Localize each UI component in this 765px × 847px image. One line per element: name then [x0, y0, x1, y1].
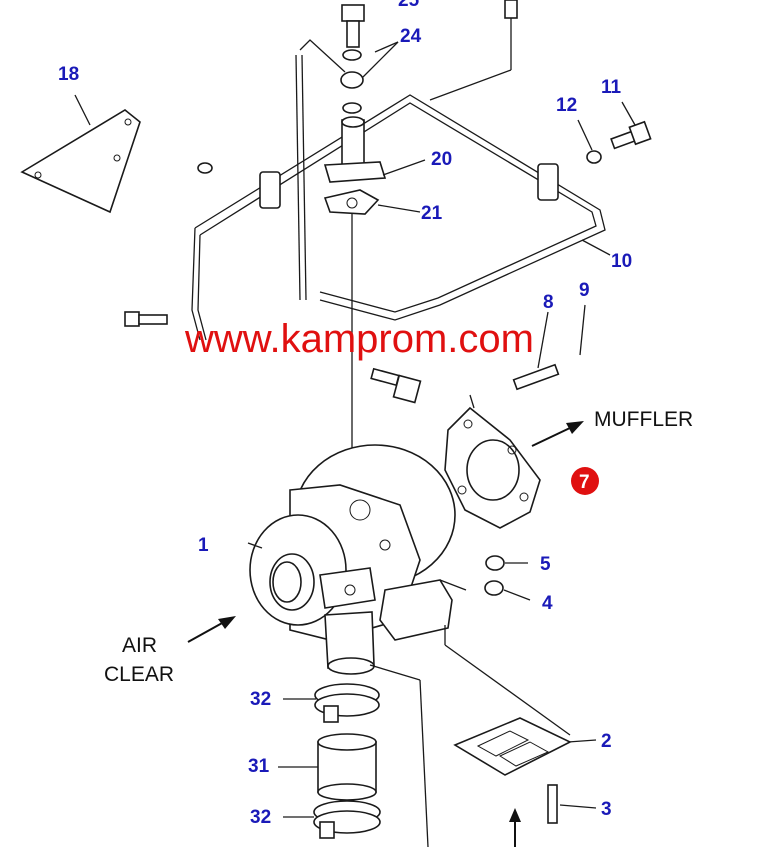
connector-20-part	[323, 116, 426, 183]
bracket-part	[20, 94, 141, 214]
callout-20: 20	[431, 149, 452, 170]
stud-3-part	[547, 784, 597, 824]
clear-label: CLEAR	[104, 663, 174, 686]
callout-24: 24	[400, 26, 422, 47]
exhaust-arrow-icon	[509, 808, 521, 847]
callout-2: 2	[601, 731, 612, 752]
gasket-2-part	[453, 717, 597, 776]
washer-12-part	[577, 119, 602, 164]
callout-18: 18	[58, 64, 79, 85]
callout-5: 5	[540, 554, 551, 575]
clamp-32-lower-part	[283, 800, 381, 839]
stud-part	[504, 0, 518, 19]
callout-7: 7	[579, 472, 590, 493]
turbocharger-part	[247, 444, 467, 675]
oil-pipe-part	[191, 39, 611, 341]
callout-10: 10	[611, 251, 632, 272]
watermark-text: www.kamprom.com	[184, 317, 534, 361]
gasket-7-part	[444, 394, 541, 529]
highlight-marker	[571, 467, 599, 495]
callout-9: 9	[579, 280, 590, 301]
air-arrow-icon	[187, 616, 236, 643]
nut-5-part	[485, 555, 528, 571]
callout-8: 8	[543, 292, 554, 313]
washer-part	[197, 162, 213, 174]
nut-4-part	[484, 580, 531, 601]
bolt-11-part	[610, 101, 652, 150]
bolt-25-part	[341, 4, 365, 48]
muffler-arrow-icon	[531, 421, 584, 447]
bolt-center-part	[370, 367, 422, 404]
callout-25: 25	[398, 0, 420, 11]
callout-32-lower: 32	[250, 807, 271, 828]
callout-31: 31	[248, 756, 270, 777]
air-label: AIR	[122, 634, 157, 657]
stud-8-part	[512, 311, 560, 391]
bolt-left-part	[124, 311, 168, 327]
clamp-32-upper-part	[283, 683, 380, 723]
callout-21: 21	[421, 203, 443, 224]
callout-32-upper: 32	[250, 689, 271, 710]
hose-31-part	[278, 733, 377, 801]
banjo-fitting-part	[340, 41, 399, 114]
callout-12: 12	[556, 95, 577, 116]
gasket-21-part	[323, 189, 421, 520]
muffler-label: MUFFLER	[594, 408, 693, 431]
callout-3: 3	[601, 799, 612, 820]
callout-1: 1	[198, 535, 209, 556]
callout-4: 4	[542, 593, 553, 614]
callout-11: 11	[601, 77, 622, 98]
